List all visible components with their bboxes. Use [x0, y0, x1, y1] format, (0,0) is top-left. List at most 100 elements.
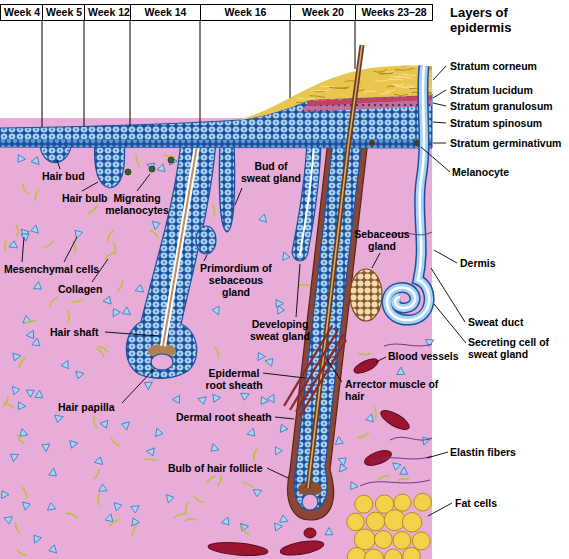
keratin-fibre — [373, 69, 387, 72]
leader-lines — [105, 332, 159, 336]
mesenchymal-cell — [258, 214, 266, 224]
leader-lines — [326, 358, 342, 382]
mesenchymal-cell — [272, 523, 283, 533]
leader-lines — [22, 66, 466, 516]
epidermal-downgrowths — [302, 494, 318, 510]
keratin-fibre — [329, 87, 347, 88]
mesenchymal-cell — [30, 225, 39, 235]
week-cell: Week 5 — [42, 4, 86, 21]
mesenchymal-cell — [265, 356, 276, 367]
migrating-melanocyte — [125, 169, 131, 175]
part-label: Epidermal root sheath — [200, 367, 268, 391]
mesenchymal-cell — [129, 516, 139, 525]
sweat-gland — [387, 66, 429, 320]
part-label: Dermal root sheath — [176, 411, 272, 423]
sweat-gland — [387, 66, 429, 320]
mesenchymal-cell — [365, 414, 376, 425]
mesenchymal-cell — [74, 371, 84, 380]
fat-cell — [412, 532, 430, 550]
fat-cell — [347, 547, 366, 559]
week-cell: Week 16 — [200, 4, 291, 21]
leader-lines — [235, 188, 242, 205]
keratin-fibre — [310, 90, 324, 92]
keratin-fibre — [394, 94, 408, 95]
week-cell: Week 12 — [84, 4, 134, 21]
fat-cell — [366, 512, 385, 531]
epidermal-downgrowths — [219, 140, 234, 232]
collagen-fibre — [94, 416, 97, 428]
collagen-fibre — [242, 525, 249, 535]
part-label: Stratum lucidum — [450, 84, 533, 96]
mesenchymal-cell — [335, 437, 345, 448]
part-label: Primordium of sebaceous gland — [196, 262, 276, 298]
collagen-fibre — [215, 347, 219, 358]
epidermal-downgrowths — [300, 140, 314, 256]
leader-lines — [263, 373, 305, 378]
part-label: Stratum corneum — [450, 60, 537, 72]
mesenchymal-cell — [14, 154, 25, 165]
dermis-ground — [0, 118, 432, 559]
column-lines — [84, 21, 85, 127]
keratin-fibre — [380, 73, 393, 75]
mesenchymal-cell — [34, 390, 45, 401]
keratin-fibre — [398, 74, 406, 76]
keratin-fibre — [310, 96, 325, 98]
keratin-fibre — [384, 90, 395, 92]
collagen-fibre — [3, 396, 8, 407]
leader-lines — [296, 264, 300, 317]
collagen-fibre — [17, 549, 27, 555]
mesenchymal-cell — [4, 517, 13, 525]
epidermal-downgrowths — [40, 140, 382, 520]
part-label: Hair papilla — [58, 401, 115, 413]
blood-vessels — [208, 540, 269, 557]
mesenchymal-cell — [273, 299, 284, 310]
collagen-fibre — [22, 184, 28, 194]
fat-cell — [384, 549, 401, 559]
collagen-fibre — [213, 205, 215, 217]
mesenchymal-cell — [208, 443, 219, 454]
epidermal-downgrowths — [151, 354, 173, 370]
epidermis — [0, 139, 432, 148]
mesenchymal-cell — [255, 351, 266, 361]
mesenchymal-cell — [99, 484, 108, 491]
collagen-fibre — [378, 476, 389, 480]
keratin-fibre — [375, 78, 392, 81]
part-label: Collagen — [58, 283, 102, 295]
week-cell: Weeks 23–28 — [355, 4, 433, 21]
collagen-fibre — [24, 321, 36, 324]
epidermal-downgrowths — [163, 140, 198, 346]
elastin-fibers — [372, 456, 432, 462]
mesenchymal-cell — [277, 306, 285, 315]
collagen-fibre — [113, 243, 115, 255]
mesenchymal-cell — [152, 220, 161, 230]
collagen-fibre — [298, 284, 310, 286]
epidermal-downgrowths — [196, 226, 216, 254]
collagen-fibre — [174, 514, 185, 518]
epidermis — [369, 140, 375, 146]
part-label: Dermis — [460, 257, 496, 269]
blood-vessels — [378, 407, 412, 433]
leader-lines — [82, 182, 98, 191]
leader-lines — [64, 237, 77, 262]
mesenchymal-cell — [12, 386, 20, 395]
epidermal-downgrowths — [126, 140, 216, 378]
epidermis — [300, 100, 432, 112]
collagen-fibre — [72, 299, 84, 302]
keratin-fibre — [407, 85, 415, 87]
leader-lines — [434, 250, 457, 263]
collagen-fibre — [117, 281, 123, 291]
fat-cell — [403, 547, 421, 559]
mesenchymal-cell — [100, 420, 110, 429]
collagen-fibre — [242, 482, 253, 487]
mesenchymal-cell — [8, 451, 19, 462]
column-lines — [355, 21, 356, 69]
mesenchymal-cell — [47, 502, 56, 510]
elastin-fibers — [390, 437, 432, 440]
collagen-fibre — [97, 348, 104, 357]
week-cell: Week 20 — [290, 4, 356, 21]
collagen-fibre — [109, 520, 119, 527]
mesenchymal-cell — [210, 394, 221, 404]
collagen-fibre — [19, 358, 25, 368]
mesenchymal-cell — [338, 455, 349, 466]
fat-cell — [394, 494, 411, 511]
